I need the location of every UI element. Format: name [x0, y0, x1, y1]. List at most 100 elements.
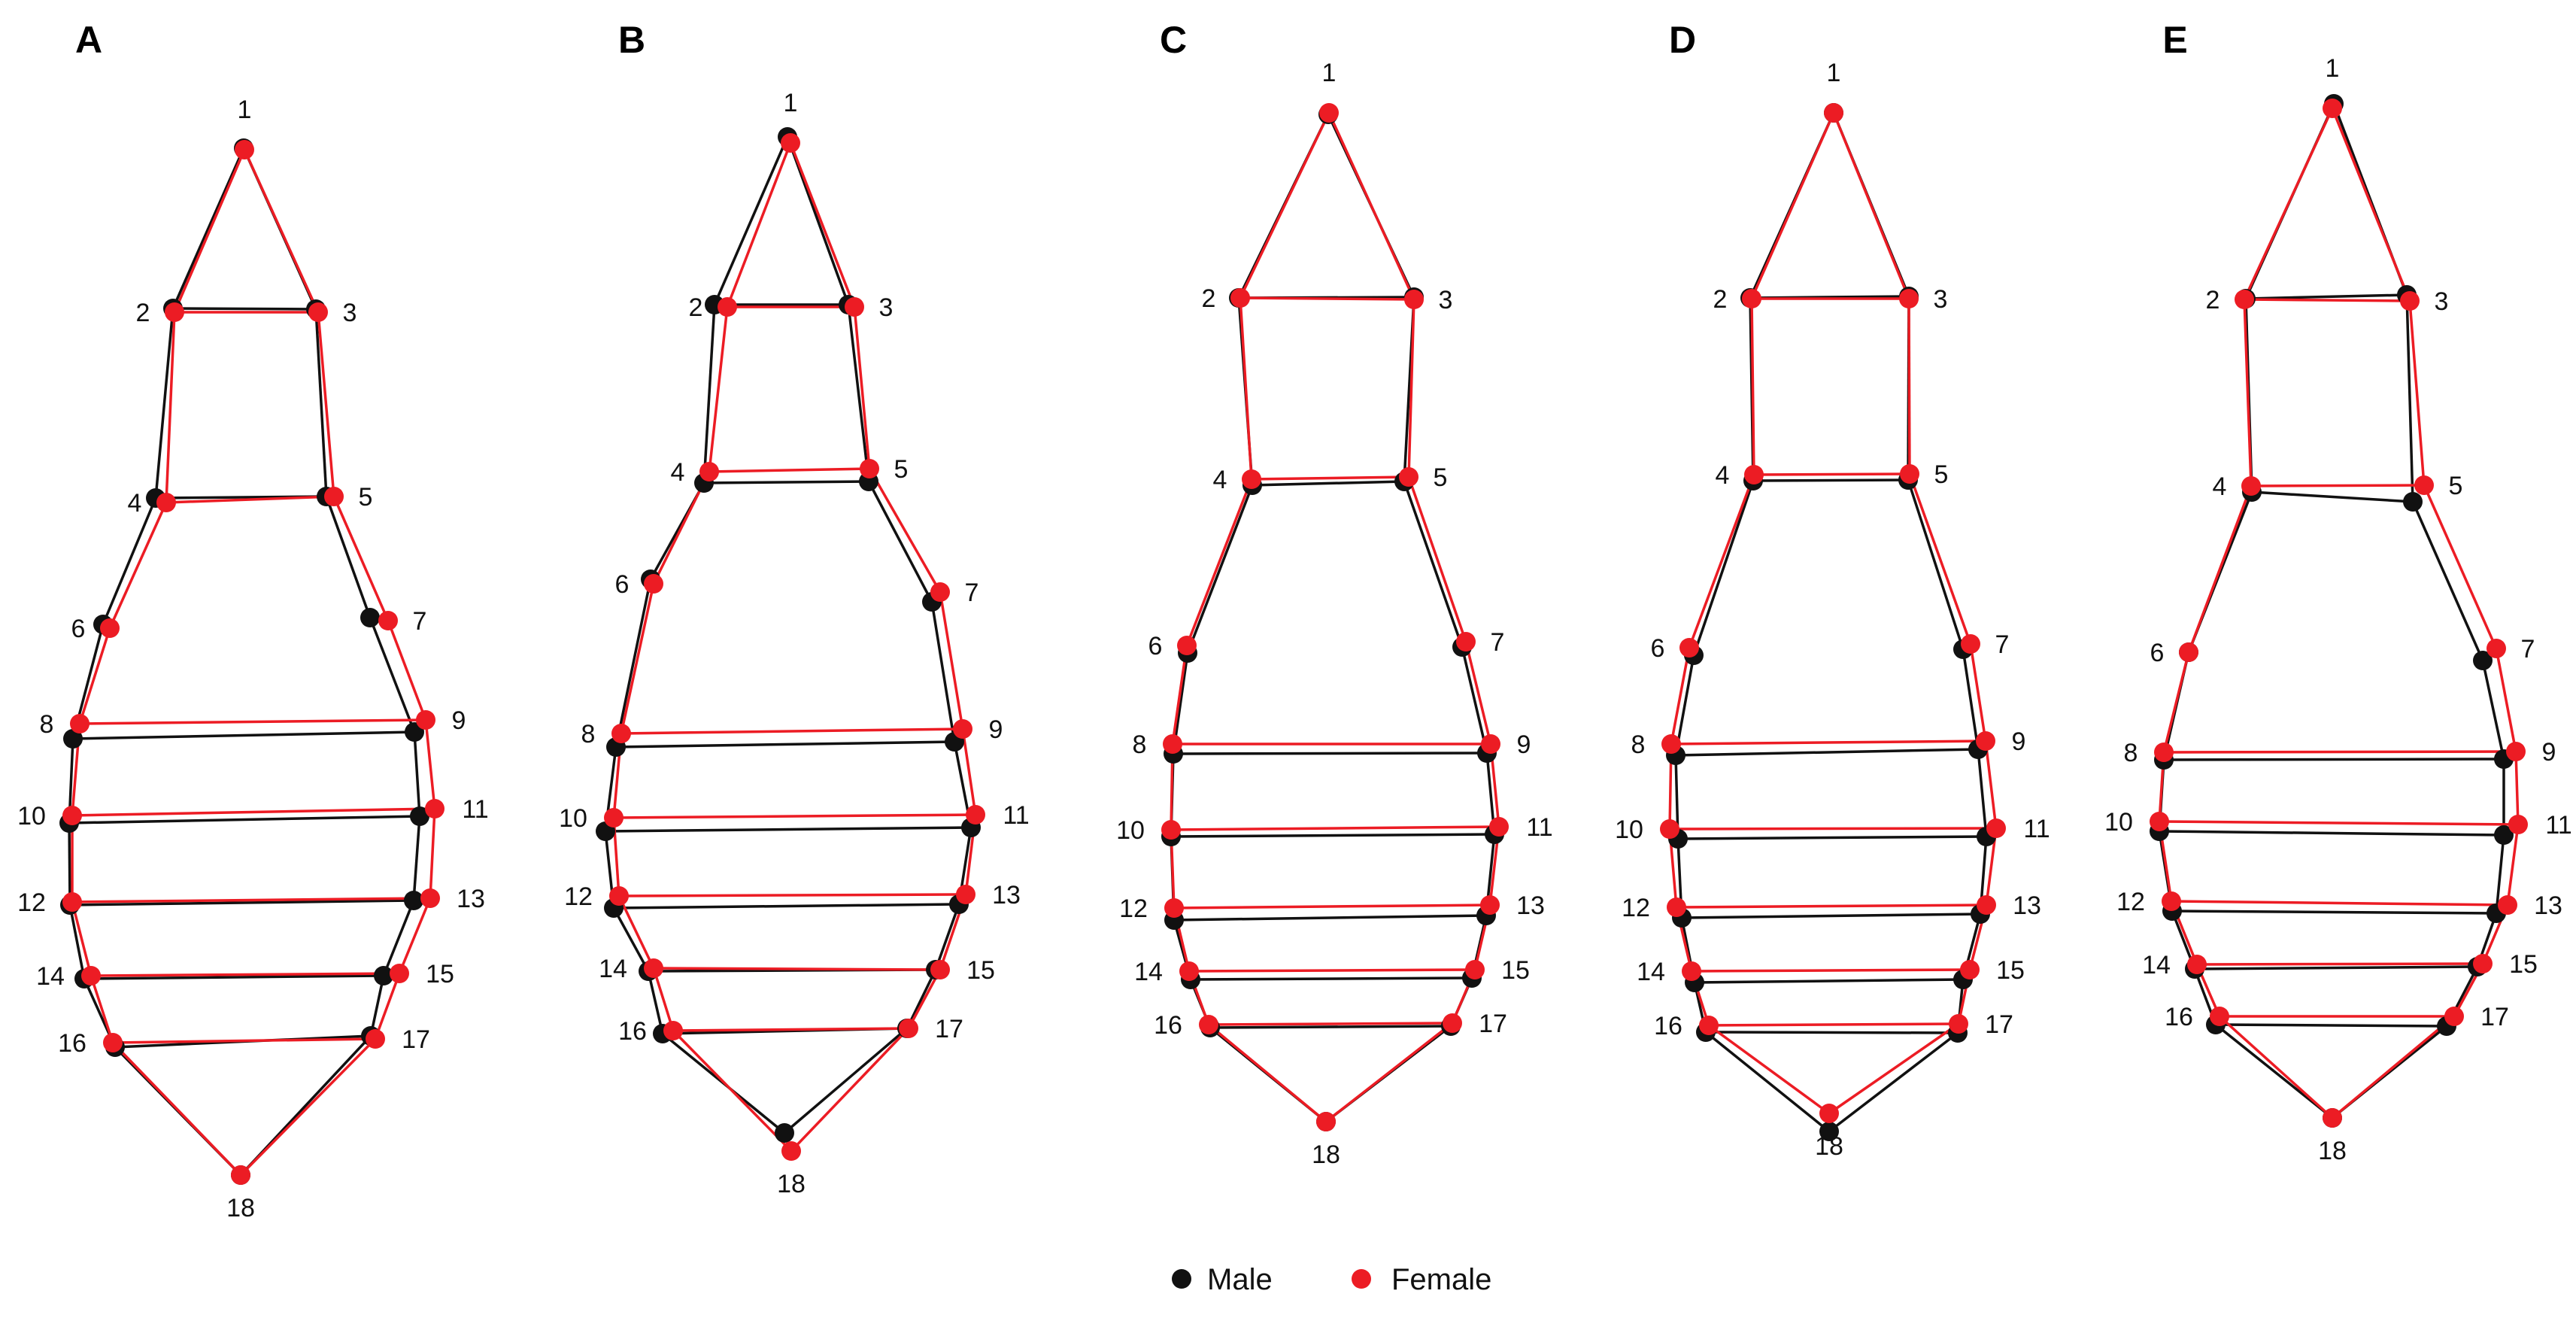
landmark-label: 16	[1654, 1012, 1682, 1040]
male-edge	[2495, 834, 2505, 914]
female-edge	[2243, 108, 2334, 300]
female-landmark	[966, 805, 985, 825]
female-edge	[1691, 968, 1971, 973]
male-landmark	[404, 891, 423, 910]
male-edge	[369, 975, 385, 1037]
female-edge	[165, 311, 176, 503]
male-edge	[702, 304, 716, 484]
male-edge	[325, 496, 372, 618]
female-edge	[1239, 296, 1415, 301]
male-edge	[1962, 648, 1980, 750]
male-edge	[72, 730, 415, 740]
female-landmark	[1900, 464, 1919, 484]
male-edge	[1704, 1031, 1831, 1133]
female-edge	[1828, 1022, 1959, 1115]
male-wireframe	[604, 136, 972, 1134]
landmark-label: 11	[1526, 813, 1552, 842]
female-wireframe	[71, 149, 436, 1177]
landmark-label: 15	[2509, 950, 2538, 979]
female-edge	[672, 1027, 909, 1032]
male-edge	[1677, 835, 1987, 840]
female-edge	[387, 620, 427, 721]
female-landmark	[416, 710, 435, 730]
landmark-label: 4	[1716, 461, 1730, 490]
female-edge	[1907, 298, 1911, 475]
female-landmark	[1824, 103, 1843, 123]
female-wireframe	[1668, 112, 1998, 1115]
female-landmark	[1819, 1104, 1839, 1123]
female-landmark	[366, 1029, 385, 1049]
male-edge	[412, 815, 421, 901]
female-edge	[853, 306, 871, 469]
landmark-label: 18	[777, 1170, 806, 1198]
female-landmark	[2187, 955, 2207, 974]
female-landmark	[781, 133, 800, 153]
landmark-label: 12	[2116, 888, 2145, 916]
landmark-label: 13	[1516, 891, 1545, 920]
male-edge	[83, 974, 384, 980]
female-landmark	[1976, 731, 1995, 751]
female-landmark	[1199, 1015, 1218, 1034]
landmark-label: 1	[1322, 59, 1337, 87]
female-edge	[112, 1037, 376, 1044]
male-edge	[2411, 501, 2484, 661]
female-edge	[1464, 641, 1492, 745]
legend-male-label: Male	[1207, 1263, 1273, 1296]
female-landmark	[2241, 476, 2261, 496]
male-edge	[2159, 830, 2505, 837]
female-landmark	[644, 958, 663, 978]
landmark-label: 17	[2480, 1003, 2509, 1031]
landmark-label: 4	[2213, 472, 2227, 501]
female-edge	[1688, 474, 1755, 648]
female-landmark	[2323, 99, 2342, 118]
female-edge	[71, 807, 435, 817]
female-landmark	[1443, 1013, 1462, 1033]
female-landmark	[81, 966, 101, 985]
female-edge	[1251, 475, 1409, 481]
female-edge	[1969, 643, 1987, 742]
female-edge	[1327, 112, 1415, 300]
female-landmark	[2154, 743, 2174, 762]
female-landmark	[1667, 897, 1686, 917]
male-wireframe	[68, 147, 421, 1177]
female-landmark	[62, 806, 82, 825]
female-edge	[1707, 1024, 1831, 1115]
landmark-label: 2	[136, 299, 150, 327]
landmark-label: 17	[1479, 1010, 1507, 1038]
female-landmark	[1977, 895, 1996, 915]
landmark-label: 13	[457, 885, 485, 913]
female-edge	[2187, 485, 2253, 653]
female-edge	[1753, 472, 1910, 476]
male-edge	[605, 826, 972, 833]
female-edge	[173, 149, 246, 313]
male-edge	[2163, 758, 2505, 761]
female-landmark	[1319, 103, 1339, 123]
female-landmark	[420, 888, 440, 908]
male-edge	[783, 1027, 909, 1134]
male-edge	[68, 822, 71, 906]
landmark-label: 11	[462, 795, 488, 824]
female-edge	[868, 468, 942, 593]
female-edge	[78, 627, 111, 724]
female-landmark	[1899, 289, 1919, 308]
male-edge	[1173, 752, 1488, 755]
female-edge	[71, 897, 431, 903]
legend: Male Female	[1172, 1263, 1491, 1296]
female-edge	[374, 973, 401, 1040]
female-edge	[239, 1037, 377, 1177]
female-edge	[672, 1029, 793, 1152]
female-landmark	[930, 582, 950, 602]
male-landmark	[775, 1123, 794, 1143]
landmark-label: 15	[1501, 956, 1530, 985]
male-landmark	[360, 608, 380, 627]
male-edge	[1461, 646, 1488, 754]
landmark-label: 11	[2023, 815, 2050, 843]
landmark-label: 1	[2326, 54, 2340, 83]
landmark-label: 6	[71, 615, 86, 643]
landmark-label: 8	[1133, 730, 1147, 759]
landmark-label: 2	[689, 293, 703, 322]
female-landmark	[231, 1165, 250, 1185]
female-landmark	[2150, 812, 2169, 831]
